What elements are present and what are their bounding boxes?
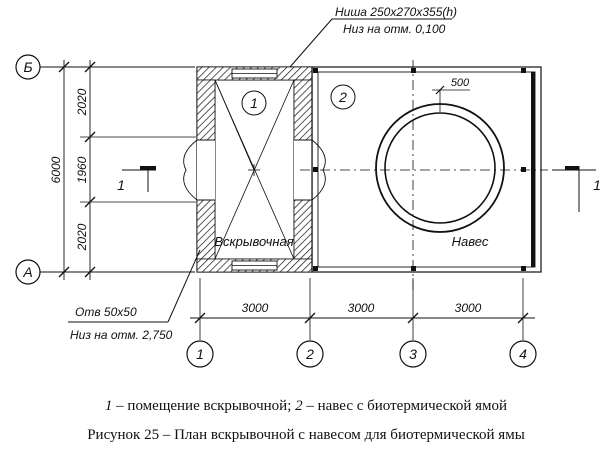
room-2-marker: 2 xyxy=(330,84,356,110)
axis-row-b: Б xyxy=(15,54,195,80)
axis-col-1: 1 xyxy=(186,340,214,368)
dim-h-1-2: 3000 xyxy=(242,301,269,315)
axis-3-label: 3 xyxy=(409,346,417,362)
opening-note-line1: Отв 50x50 xyxy=(75,305,137,319)
figure-caption: Рисунок 25 – План вскрывочной с навесом … xyxy=(87,427,525,443)
room-1-label: 1 xyxy=(250,95,258,111)
section-mark-left: 1 xyxy=(117,166,156,193)
legend-num-2: 2 xyxy=(295,398,303,414)
autopsy-room-label: Вскрывочная xyxy=(214,234,293,249)
legend-text-1: – помещение вскрывочной; xyxy=(112,398,296,414)
niche-note-line2: Низ на отм. 0,100 xyxy=(343,22,446,36)
axis-col-4: 4 xyxy=(509,340,537,368)
room-2-label: 2 xyxy=(338,89,347,105)
dim-500: 500 xyxy=(451,77,470,89)
horizontal-dimensions: 3000 3000 3000 xyxy=(190,278,535,340)
legend-num-1: 1 xyxy=(104,398,113,414)
dim-total-6000: 6000 xyxy=(49,156,63,183)
dim-seg-middle: 1960 xyxy=(75,156,89,183)
niche-annotation: Ниша 250x270x355(h) Низ на отм. 0,100 xyxy=(289,5,457,68)
canopy-area: 500 xyxy=(300,60,548,292)
dim-h-2-3: 3000 xyxy=(348,301,375,315)
vertical-dimensions: 6000 2020 1960 2020 xyxy=(49,60,196,280)
dim-h-3-4: 3000 xyxy=(455,301,482,315)
axis-col-2: 2 xyxy=(296,340,324,368)
niche-note-line1: Ниша 250x270x355(h) xyxy=(335,5,457,19)
opening-note-line2: Низ на отм. 2,750 xyxy=(70,328,173,342)
dim-seg-top: 2020 xyxy=(75,88,89,116)
axis-a-label: А xyxy=(22,264,32,280)
dim-seg-bottom: 2020 xyxy=(75,223,89,251)
section-mark-left-label: 1 xyxy=(117,177,125,193)
room-1-marker: 1 xyxy=(241,90,267,116)
figure-legend: 1 – помещение вскрывочной; 2 – навес с б… xyxy=(0,398,612,415)
opening-annotation: Отв 50x50 Низ на отм. 2,750 xyxy=(68,249,201,342)
section-mark-right: 1 xyxy=(552,166,601,212)
axis-2-label: 2 xyxy=(305,346,314,362)
legend-text-2: – навес с биотермической ямой xyxy=(302,398,508,414)
axis-4-label: 4 xyxy=(519,346,527,362)
canopy-label: Навес xyxy=(452,234,489,249)
axis-col-3: 3 xyxy=(399,340,427,368)
axis-b-label: Б xyxy=(23,59,32,75)
axis-1-label: 1 xyxy=(196,346,204,362)
section-mark-right-label: 1 xyxy=(593,177,601,193)
axis-row-a: А xyxy=(15,259,195,285)
